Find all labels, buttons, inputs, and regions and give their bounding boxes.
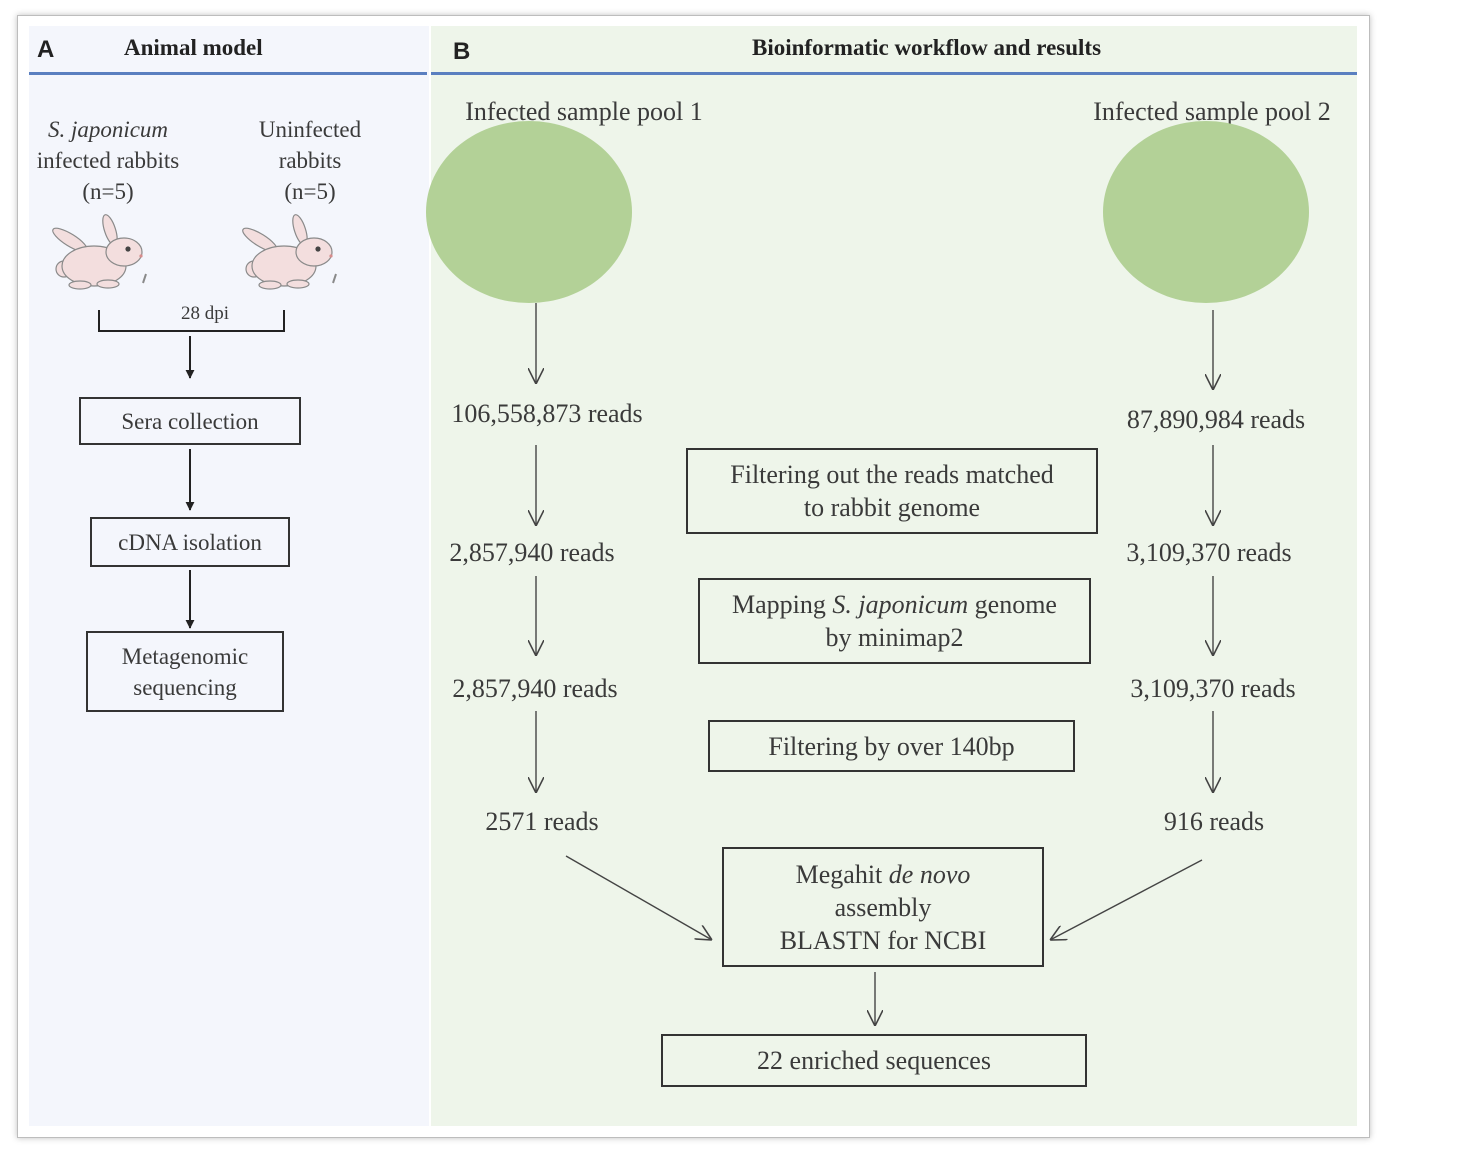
mapping-pre: Mapping [732, 590, 833, 619]
metagenomic-sequencing-box: Metagenomic sequencing [86, 631, 284, 712]
infected-group-species: S. japonicum [47, 117, 169, 142]
mapping-post: genome [968, 590, 1057, 619]
uninfected-group-line1: Uninfected [258, 117, 362, 142]
sera-collection-box: Sera collection [79, 397, 301, 445]
assembly-line3: BLASTN for NCBI [779, 925, 987, 955]
rabbit-icon [242, 214, 337, 290]
pool1-reads-final: 2571 reads [485, 807, 599, 836]
timepoint-bracket [98, 310, 285, 332]
infected-group-label: S. japonicum infected rabbits (n=5) [30, 114, 186, 207]
timepoint-label: 28 dpi [180, 303, 230, 324]
panel-a-header-rule [29, 72, 427, 75]
filter-rabbit-genome-box: Filtering out the reads matched to rabbi… [686, 448, 1098, 534]
mapping-line2: by minimap2 [825, 623, 964, 652]
panel-b-title: Bioinformatic workflow and results [752, 35, 1102, 60]
panel-b-letter: B [453, 38, 471, 65]
result-label: 22 enriched sequences [757, 1046, 991, 1075]
uninfected-group-label: Uninfected rabbits (n=5) [248, 114, 372, 207]
panel-a-letter: A [37, 36, 55, 63]
pool1-circle [426, 121, 632, 303]
metagenomic-sequencing-line1: Metagenomic [121, 643, 249, 669]
assembly-box: Megahit de novo assembly BLASTN for NCBI [722, 847, 1044, 967]
panel-b-header-rule [431, 72, 1357, 75]
mapping-species: S. japonicum [832, 590, 969, 619]
mapping-line1: Mapping S. japonicum genome [732, 588, 1057, 621]
filter-rabbit-line2: to rabbit genome [803, 493, 981, 522]
arrow-pool1-to-assembly [565, 855, 712, 940]
panel-a-title: Animal model [124, 35, 263, 60]
pool2-reads-filtered: 3,109,370 reads [1126, 538, 1292, 567]
arrow-pool2-to-assembly [1050, 859, 1203, 940]
assembly-pre: Megahit [795, 859, 889, 889]
filter-length-label: Filtering by over 140bp [768, 731, 1015, 761]
uninfected-group-count: (n=5) [284, 179, 336, 204]
panel-a-background [29, 26, 429, 1126]
pool1-reads-raw: 106,558,873 reads [451, 399, 643, 428]
cdna-isolation-box: cDNA isolation [90, 517, 290, 567]
cdna-isolation-label: cDNA isolation [118, 529, 262, 555]
pool2-reads-raw: 87,890,984 reads [1126, 405, 1306, 434]
pool1-label: Infected sample pool 1 [465, 97, 703, 126]
assembly-line1: Megahit de novo [796, 858, 971, 891]
result-box: 22 enriched sequences [661, 1034, 1087, 1087]
sera-collection-label: Sera collection [121, 408, 259, 434]
assembly-line2: assembly [834, 892, 932, 922]
pool2-circle [1103, 121, 1309, 303]
pool1-reads-mapped: 2,857,940 reads [452, 674, 618, 703]
infected-group-line2: infected rabbits [36, 148, 180, 173]
filter-rabbit-line1: Filtering out the reads matched [730, 460, 1054, 489]
pool2-reads-mapped: 3,109,370 reads [1130, 674, 1296, 703]
assembly-italic: de novo [888, 859, 971, 889]
filter-length-box: Filtering by over 140bp [708, 720, 1075, 772]
pool1-reads-filtered: 2,857,940 reads [449, 538, 615, 567]
uninfected-group-line2: rabbits [278, 148, 342, 173]
pool2-reads-final: 916 reads [1163, 807, 1265, 836]
mapping-box: Mapping S. japonicum genome by minimap2 [698, 578, 1091, 664]
infected-group-count: (n=5) [82, 179, 134, 204]
rabbit-icon [52, 214, 147, 290]
metagenomic-sequencing-line2: sequencing [133, 674, 237, 700]
